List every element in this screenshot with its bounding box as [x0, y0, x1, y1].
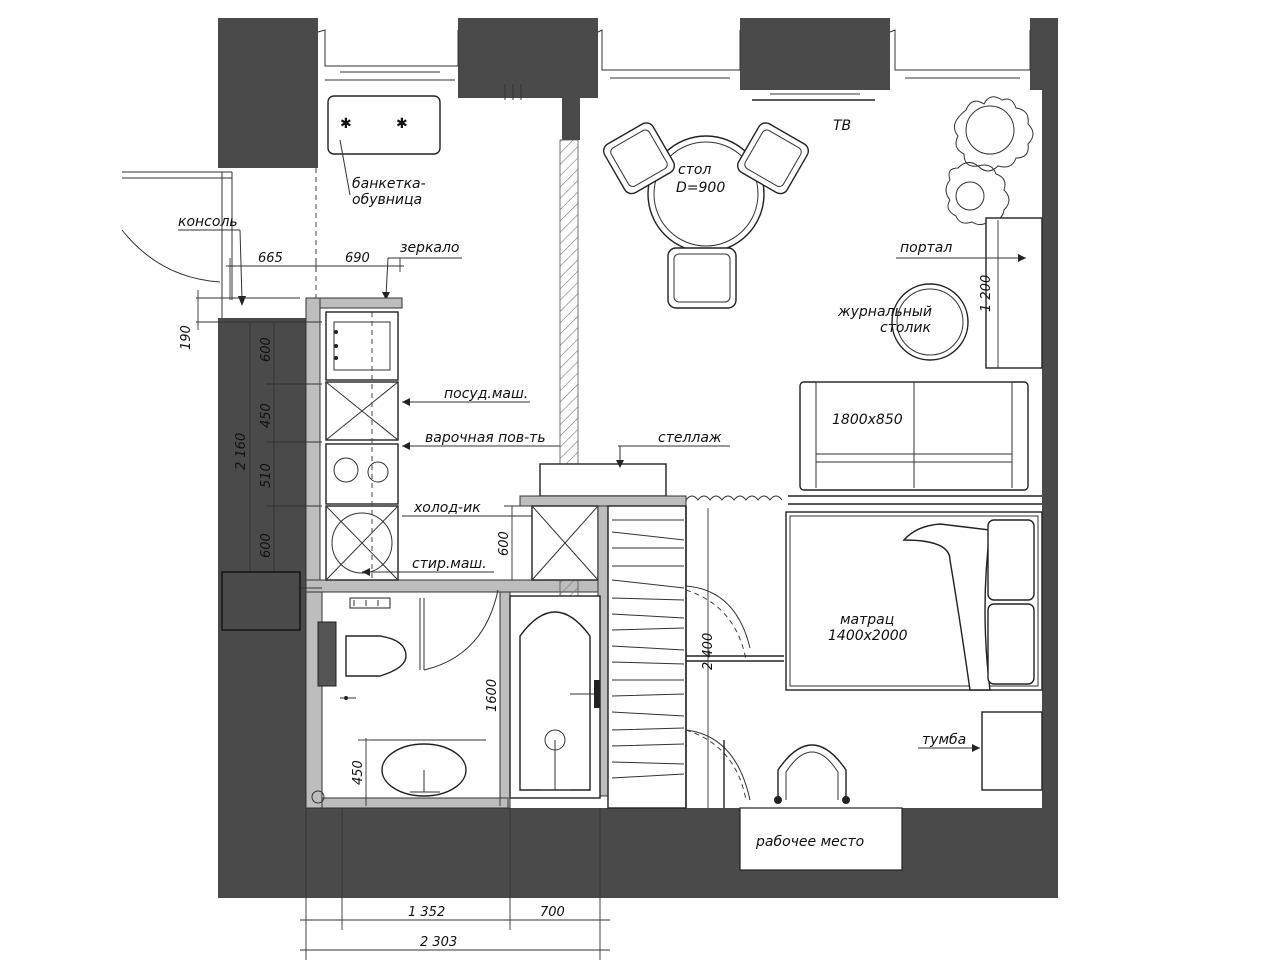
console: консоль [178, 214, 246, 306]
tv: ТВ [752, 93, 875, 134]
dim-bottom: 1 352 700 2 303 [300, 808, 610, 960]
radiator [504, 84, 522, 100]
dining-table: стол D=900 [602, 122, 810, 309]
dim-450b: 450 [351, 760, 366, 785]
curtain [685, 495, 1042, 505]
entrance [121, 171, 233, 318]
tv-label: ТВ [833, 118, 851, 134]
plant-icon [945, 96, 1034, 226]
mattress-label: матрац [840, 612, 894, 628]
kitchen-units [325, 311, 399, 581]
dim-600a: 600 [259, 337, 274, 362]
dim-1600: 1600 [485, 679, 500, 712]
sofa: 1800x850 [799, 381, 1029, 491]
dim-1200: 1 200 [979, 275, 994, 312]
nightstand: тумба [918, 711, 1043, 791]
bench: ✱ ✱ банкетка- обувница [327, 95, 441, 208]
dim-690: 690 [345, 251, 370, 266]
table-label: стол [678, 162, 711, 178]
sofa-label: 1800x850 [832, 412, 903, 428]
walls [218, 18, 1058, 898]
dim-top-hall: 665 690 190 [179, 251, 404, 350]
dim-600b: 600 [259, 533, 274, 558]
kitchen-wall [305, 297, 607, 593]
svg-text:✱: ✱ [340, 116, 352, 132]
fridge-box: 600 [497, 495, 687, 797]
dim-2400: 2 400 [701, 633, 716, 670]
wardrobe: 2 400 [607, 505, 784, 809]
fridge-label: холод-ик [413, 500, 481, 516]
coffee-table: журнальный столик [837, 283, 969, 361]
coffee-table-label: журнальный [837, 304, 932, 320]
portal: портал 1 200 [896, 217, 1043, 369]
washer-label: стир.маш. [412, 556, 487, 572]
svg-text:✱: ✱ [396, 116, 408, 132]
dim-2303: 2 303 [420, 935, 457, 950]
dim-450a: 450 [259, 403, 274, 428]
dim-600c: 600 [497, 531, 512, 556]
bathroom: 450 1600 [305, 589, 511, 809]
windows [317, 29, 1031, 81]
dim-510: 510 [259, 463, 274, 488]
workplace-label: рабочее место [755, 834, 864, 850]
dim-700: 700 [540, 905, 565, 920]
dim-2160: 2 160 [234, 433, 249, 470]
desk-chair [774, 744, 850, 804]
cooktop-label: варочная пов-ть [425, 430, 546, 446]
dim-1352: 1 352 [408, 905, 445, 920]
dim-665: 665 [258, 251, 283, 266]
portal-label: портал [900, 240, 952, 256]
bathtub [509, 595, 601, 799]
kitchen-labels: посуд.маш. варочная пов-ть холод-ик стир… [362, 386, 560, 576]
bench-label: банкетка- [352, 176, 426, 192]
dim-190: 190 [179, 325, 194, 350]
dim-kitchen: 600 450 510 600 2 160 [234, 321, 322, 589]
mirror: зеркало [382, 240, 462, 300]
mattress-size: 1400x2000 [828, 628, 908, 644]
nightstand-label: тумба [922, 732, 966, 748]
console-label: консоль [178, 214, 238, 230]
coffee-table-label-2: столик [880, 320, 931, 336]
mirror-label: зеркало [400, 240, 460, 256]
utility-box [221, 571, 301, 631]
bed: матрац 1400x2000 [785, 511, 1043, 691]
bench-label-2: обувница [352, 192, 422, 208]
shelf-label: стеллаж [658, 430, 722, 446]
table-size: D=900 [676, 180, 725, 196]
dishwasher-label: посуд.маш. [444, 386, 528, 402]
